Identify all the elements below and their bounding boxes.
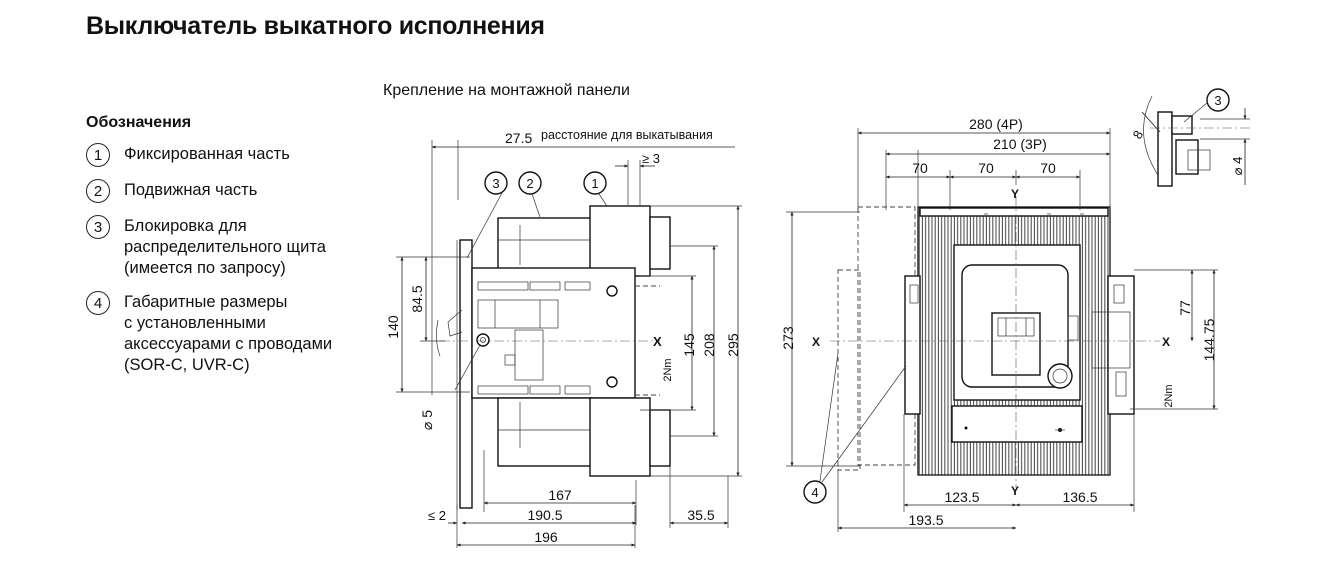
dim-35-5: 35.5 <box>687 507 714 523</box>
legend-item-fixed-part: 1 Фиксированная часть <box>86 143 376 167</box>
legend-text: Габаритные размеры с установленными аксе… <box>124 293 333 374</box>
front-view: Y Y X X 280 (4P) 210 (3P) 70 70 70 273 7… <box>780 116 1218 532</box>
dim-145: 145 <box>681 333 697 357</box>
dim-123-5: 123.5 <box>944 489 979 505</box>
mounting-subtitle: Крепление на монтажной панели <box>383 82 630 99</box>
dim-280-4p: 280 (4P) <box>969 116 1023 132</box>
interlock-detail: ⌀ 4 8 3 <box>1130 88 1250 187</box>
callout-1: 1 <box>591 176 598 191</box>
dim-196: 196 <box>534 529 558 545</box>
dim-190-5: 190.5 <box>527 507 562 523</box>
legend-text: Блокировка для распределительного щита (… <box>124 217 326 277</box>
dim-draw-out-label: расстояние для выкатывания <box>541 128 713 142</box>
axis-y-top: Y <box>1011 187 1019 201</box>
dim-210-3p: 210 (3P) <box>993 136 1047 152</box>
legend-item-moving-part: 2 Подвижная часть <box>86 179 376 203</box>
dim-193-5: 193.5 <box>908 512 943 528</box>
axis-x-right: X <box>1162 335 1170 349</box>
dim-208: 208 <box>701 333 717 357</box>
axis-x-side: X <box>653 334 662 349</box>
callout-4: 4 <box>811 485 818 500</box>
torque-label: 2Nm <box>662 358 674 381</box>
callout-3: 3 <box>492 176 499 191</box>
legend-title: Обозначения <box>86 114 192 131</box>
legend-text: Подвижная часть <box>124 181 258 199</box>
legend-item-interlock: 3 Блокировка для распределительного щита… <box>86 215 376 279</box>
legend-number: 2 <box>86 179 110 203</box>
dim-le-2: ≤ 2 <box>428 508 446 523</box>
axis-y-bottom: Y <box>1011 484 1019 498</box>
hole-4: ⌀ 4 <box>1230 157 1245 176</box>
dim-144-75: 144.75 <box>1201 318 1217 361</box>
side-view: 27.5 расстояние для выкатывания ≥ 3 3 2 … <box>385 128 742 548</box>
dim-84-5: 84.5 <box>409 285 425 312</box>
dim-70-b: 70 <box>978 160 994 176</box>
dim-70-c: 70 <box>1040 160 1056 176</box>
legend-text: Фиксированная часть <box>124 145 290 163</box>
dim-167: 167 <box>548 487 572 503</box>
legend-number: 1 <box>86 143 110 167</box>
dim-gap: ≥ 3 <box>642 151 660 166</box>
legend-number: 3 <box>86 215 110 239</box>
dim-140: 140 <box>385 315 401 339</box>
dim-273: 273 <box>780 326 796 350</box>
torque-label-front: 2Nm <box>1163 384 1175 407</box>
dim-295: 295 <box>725 333 741 357</box>
callout-3-detail: 3 <box>1214 93 1221 108</box>
dim-77: 77 <box>1177 300 1193 316</box>
dim-draw-out: 27.5 <box>505 130 532 146</box>
legend: Обозначения 1 Фиксированная часть 2 Подв… <box>86 114 376 389</box>
hole-5: ⌀ 5 <box>419 410 435 430</box>
page-title: Выключатель выкатного исполнения <box>86 12 545 40</box>
callout-2: 2 <box>526 176 533 191</box>
legend-item-overall-dimensions: 4 Габаритные размеры с установленными ак… <box>86 291 376 376</box>
dim-136-5: 136.5 <box>1062 489 1097 505</box>
legend-number: 4 <box>86 291 110 315</box>
axis-x-left: X <box>812 335 820 349</box>
dim-70-a: 70 <box>912 160 928 176</box>
